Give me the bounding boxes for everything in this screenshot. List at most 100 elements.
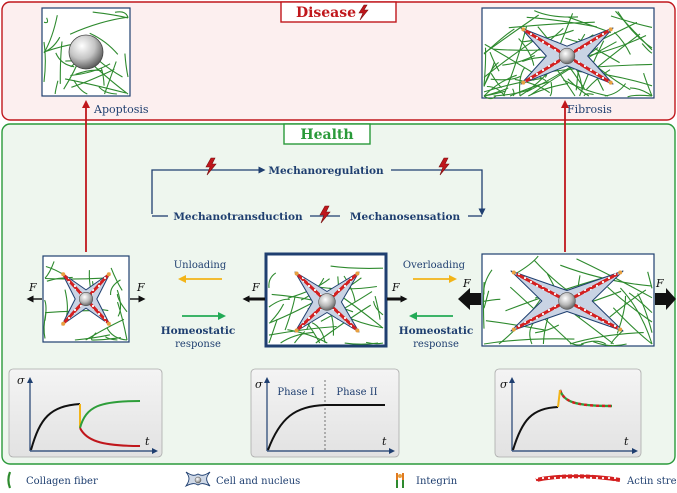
apoptosis-label: Apoptosis [93,103,149,116]
health-tab [283,123,371,145]
collagen-fiber [628,292,653,313]
collagen-fiber [268,272,277,288]
overloaded-cell [510,270,624,332]
integrin [294,328,299,333]
collagen-fiber [528,82,569,97]
collagen-fiber [615,10,653,51]
fibrosis-cell [520,27,614,85]
plot-middle-xlabel: t [382,435,387,448]
plot-middle [250,368,400,458]
plot-left-ylabel: σ [17,374,25,387]
collagen-fiber [103,61,117,95]
collagen-fiber [44,261,55,279]
collagen-fiber [114,11,129,18]
collagen-fiber [280,331,314,344]
collagen-fiber [343,275,356,303]
integrin [355,271,360,276]
collagen-fiber [74,334,111,341]
collagen-fiber [110,267,123,291]
unloaded-cell [61,272,111,326]
collagen-fiber [483,61,499,87]
collagen-fiber [502,26,528,97]
collagen-fiber [508,21,595,29]
disease-tab [280,1,397,23]
collagen-fiber [330,265,384,269]
collagen-fiber [73,79,88,95]
collagen-fiber [643,72,653,97]
plot-right-ylabel: σ [500,378,508,391]
collagen-fiber [574,313,614,345]
homeostatic-left-sub: response [175,339,221,350]
homeostatic-right-title: Homeostatic [399,325,474,337]
collagen-fiber [490,75,521,81]
collagen-fiber [483,338,575,345]
collagen-fiber [483,77,542,93]
actin-stress-fiber [515,299,568,330]
collagen-fiber [46,276,73,282]
collagen-fiber [320,291,373,322]
nucleus [318,293,336,311]
collagen-fiber [105,336,118,341]
collagen-fiber [609,289,647,318]
collagen-fiber [268,318,278,344]
phase-one-label: Phase I [277,387,314,398]
collagen-fiber [486,85,506,97]
collagen-fiber [592,341,627,347]
collagen-fiber [106,327,128,341]
plot-middle-ylabel: σ [255,378,263,391]
homeostatic-right-sub: response [413,339,459,350]
mechanoregulation-label: Mechanoregulation [268,165,384,177]
cell-nucleus-icon [184,471,211,488]
collagen-fiber [268,298,290,308]
collagen-fiber [570,342,584,346]
integrin [618,270,623,275]
collagen-fiber [485,320,545,331]
collagen-fiber [100,67,105,86]
collagen-fiber [483,290,490,309]
integrin [355,328,360,333]
force-label: F [136,281,145,294]
legend-cell-label: Cell and nucleus [216,476,300,487]
legend-integrin-label: Integrin [416,476,458,487]
collagen-fiber [569,332,644,345]
apoptotic-cell [68,34,104,70]
collagen-fiber [629,87,653,97]
collagen-fiber-icon [7,471,12,489]
collagen-fiber [518,38,535,66]
collagen-fiber [110,279,121,296]
integrin [521,80,526,85]
collagen-fiber [124,53,129,78]
integrin [521,27,526,32]
collagen-fiber [549,82,553,97]
nucleus [558,292,576,310]
collagen-fiber [502,55,536,66]
collagen-fiber [483,95,497,100]
actin-stress-fiber [515,272,568,303]
collagen-fiber [637,293,653,333]
collagen-fiber [483,87,509,97]
force-label: F [655,277,664,290]
health-title: Health [300,127,353,143]
collagen-fiber [617,11,653,49]
collagen-fiber [610,15,653,28]
collagen-fiber [530,41,617,96]
collagen-fiber [583,93,594,97]
collagen-fiber [526,16,598,28]
fibrosis-label: Fibrosis [567,103,612,116]
lightning-icon [205,157,217,176]
lightning-icon [438,157,450,176]
nucleus [78,291,94,307]
collagen-fiber [483,74,517,97]
legend-actin-label: Actin stress fiber [626,476,677,487]
force-arrows [26,288,676,310]
collagen-fiber [75,69,102,75]
collagen-fiber [483,47,487,86]
force-label: F [28,281,37,294]
collagen-fiber [526,47,599,93]
actin-stress-fiber [566,299,619,330]
collagen-fiber [116,289,122,317]
collagen-fiber [44,277,106,280]
plot-right [494,368,642,458]
collagen-fiber [69,16,129,35]
